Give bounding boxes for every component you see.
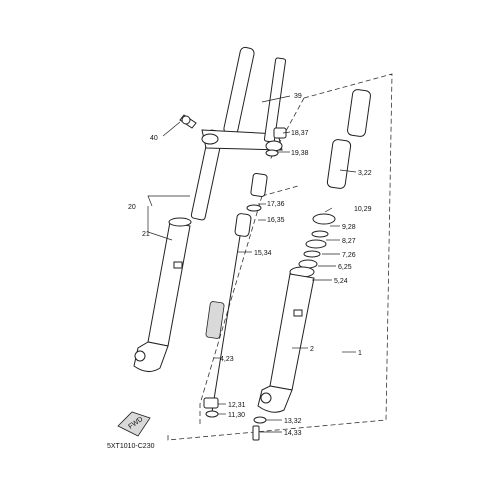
callout-8-27: 8,27 (342, 238, 356, 245)
callout-21: 21 (142, 231, 150, 238)
cap-bolt-parts (265, 127, 287, 157)
fwd-direction-arrow (117, 411, 151, 437)
diagram-code: 5XT1010-C230 (107, 443, 155, 450)
callout-5-24: 5,24 (334, 278, 348, 285)
callout-12-31: 12,31 (228, 402, 246, 409)
callout-3-22: 3,22 (358, 170, 372, 177)
callout-39: 39 (294, 93, 302, 100)
callout-17-36: 17,36 (267, 201, 285, 208)
callout-11-30: 11,30 (228, 412, 245, 419)
callout-labels: 39 40 18,37 19,38 3,22 20 17,36 10,29 16… (107, 93, 372, 450)
callout-40: 40 (150, 135, 158, 142)
callout-18-37: 18,37 (291, 130, 309, 137)
callout-14-33: 14,33 (284, 430, 302, 437)
right-fork-exploded (252, 89, 371, 441)
callout-20: 20 (128, 204, 136, 211)
callout-13-32: 13,32 (284, 418, 302, 425)
callout-2: 2 (310, 346, 314, 353)
upper-bracket (179, 57, 287, 152)
callout-10-29: 10,29 (354, 206, 372, 213)
callout-1: 1 (358, 350, 362, 357)
callout-9-28: 9,28 (342, 224, 356, 231)
callout-16-35: 16,35 (267, 217, 285, 224)
callout-7-26: 7,26 (342, 252, 356, 259)
inner-fork-parts (203, 173, 268, 418)
inner-parts-group-outline (199, 185, 299, 424)
callout-15-34: 15,34 (254, 250, 272, 257)
leader-lines (147, 95, 357, 433)
callout-4-23: 4,23 (220, 356, 234, 363)
callout-6-25: 6,25 (338, 264, 352, 271)
left-fork-assembly (133, 46, 255, 372)
callout-19-38: 19,38 (291, 150, 309, 157)
